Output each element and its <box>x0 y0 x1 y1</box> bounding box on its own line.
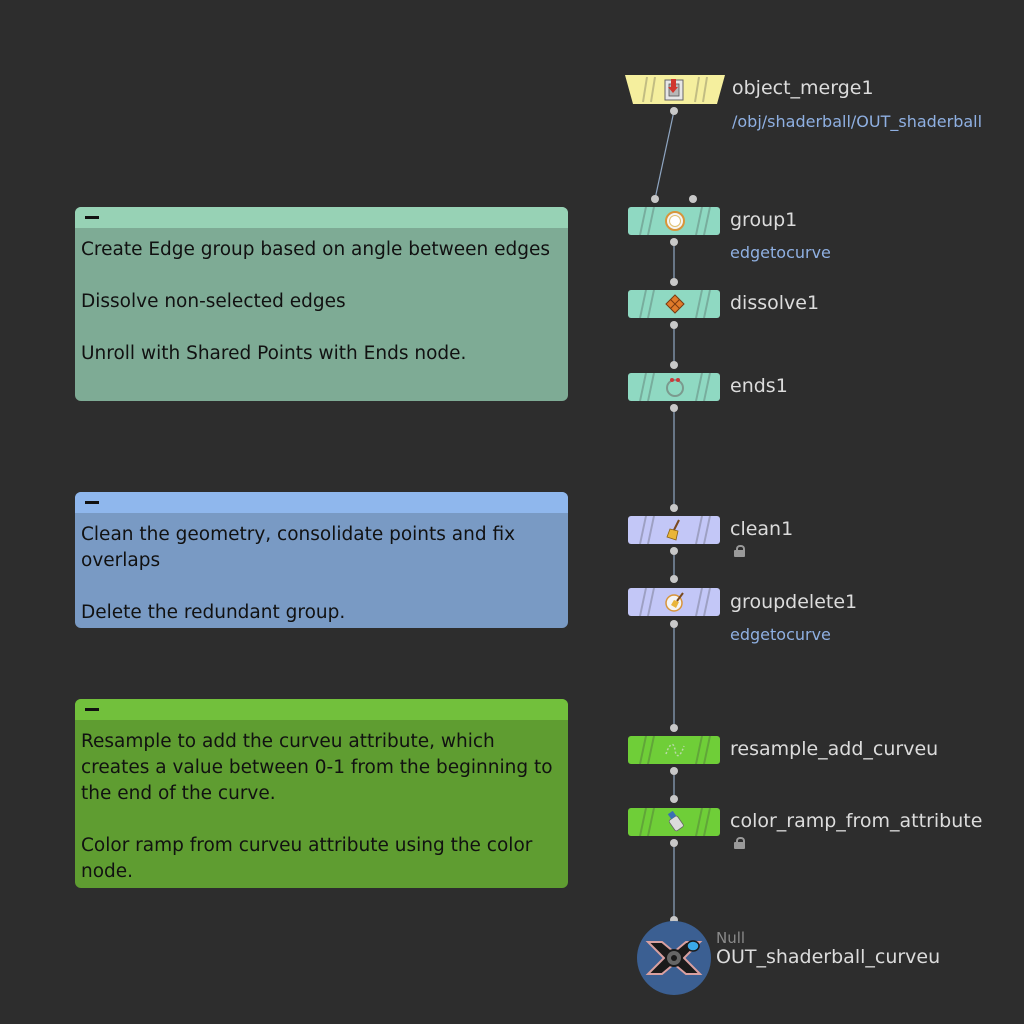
sticky-note-clean[interactable]: Clean the geometry, consolidate points a… <box>75 492 568 628</box>
dissolve-icon <box>665 294 685 314</box>
node-name-label: clean1 <box>730 518 794 540</box>
minimize-icon[interactable] <box>85 708 99 711</box>
broom-icon <box>666 519 680 541</box>
node-ends1[interactable] <box>628 373 720 401</box>
node-group-label: edgetocurve <box>730 625 831 644</box>
wire <box>654 110 675 200</box>
node-name-label: resample_add_curveu <box>730 738 939 760</box>
input-connector[interactable] <box>651 195 659 203</box>
node-out-shaderball-curveu[interactable] <box>636 920 712 996</box>
sticky-note-title-bar[interactable] <box>75 699 568 720</box>
lock-icon[interactable] <box>734 837 745 849</box>
sticky-note-edge-group[interactable]: Create Edge group based on angle between… <box>75 207 568 401</box>
output-connector[interactable] <box>670 321 678 329</box>
output-connector[interactable] <box>670 404 678 412</box>
sticky-note-text: Create Edge group based on angle between… <box>81 239 551 364</box>
node-name-label: group1 <box>730 209 798 231</box>
sticky-note-text: Resample to add the curveu attribute, wh… <box>81 731 553 882</box>
null-icon <box>645 940 703 975</box>
ends-icon <box>666 378 684 397</box>
node-type-label: Null <box>716 929 746 947</box>
node-resample-add-curveu[interactable] <box>628 736 720 764</box>
group-delete-icon <box>665 592 684 612</box>
lock-icon[interactable] <box>734 545 745 557</box>
output-connector[interactable] <box>670 547 678 555</box>
node-groupdelete1[interactable] <box>628 588 720 616</box>
minimize-icon[interactable] <box>85 216 99 219</box>
node-name-label: color_ramp_from_attribute <box>730 810 983 832</box>
node-name-label: OUT_shaderball_curveu <box>716 946 941 968</box>
output-connector[interactable] <box>670 238 678 246</box>
input-connector[interactable] <box>670 575 678 583</box>
node-name-label: object_merge1 <box>732 77 874 99</box>
input-connector[interactable] <box>670 795 678 803</box>
node-color-ramp-from-attribute[interactable] <box>628 808 720 836</box>
sticky-note-text: Clean the geometry, consolidate points a… <box>81 524 516 623</box>
node-name-label: groupdelete1 <box>730 591 858 613</box>
node-group1[interactable] <box>628 207 720 235</box>
input-connector[interactable] <box>689 195 697 203</box>
input-connector[interactable] <box>670 361 678 369</box>
node-path-label: /obj/shaderball/OUT_shaderball <box>732 112 983 131</box>
input-connector[interactable] <box>670 724 678 732</box>
node-name-label: dissolve1 <box>730 292 820 314</box>
node-clean1[interactable] <box>628 516 720 544</box>
output-connector[interactable] <box>670 107 678 115</box>
node-dissolve1[interactable] <box>628 290 720 318</box>
input-connector[interactable] <box>670 278 678 286</box>
input-connector[interactable] <box>670 504 678 512</box>
group-icon <box>665 211 685 231</box>
node-group-label: edgetocurve <box>730 243 831 262</box>
sticky-note-resample[interactable]: Resample to add the curveu attribute, wh… <box>75 699 568 888</box>
sticky-note-title-bar[interactable] <box>75 492 568 513</box>
node-object-merge1[interactable] <box>625 75 725 105</box>
color-icon <box>667 811 684 832</box>
node-name-label: ends1 <box>730 375 788 397</box>
output-connector[interactable] <box>670 839 678 847</box>
resample-icon <box>665 743 685 757</box>
output-connector[interactable] <box>670 620 678 628</box>
sticky-note-title-bar[interactable] <box>75 207 568 228</box>
minimize-icon[interactable] <box>85 501 99 504</box>
output-connector[interactable] <box>670 767 678 775</box>
object-merge-icon <box>664 79 684 101</box>
